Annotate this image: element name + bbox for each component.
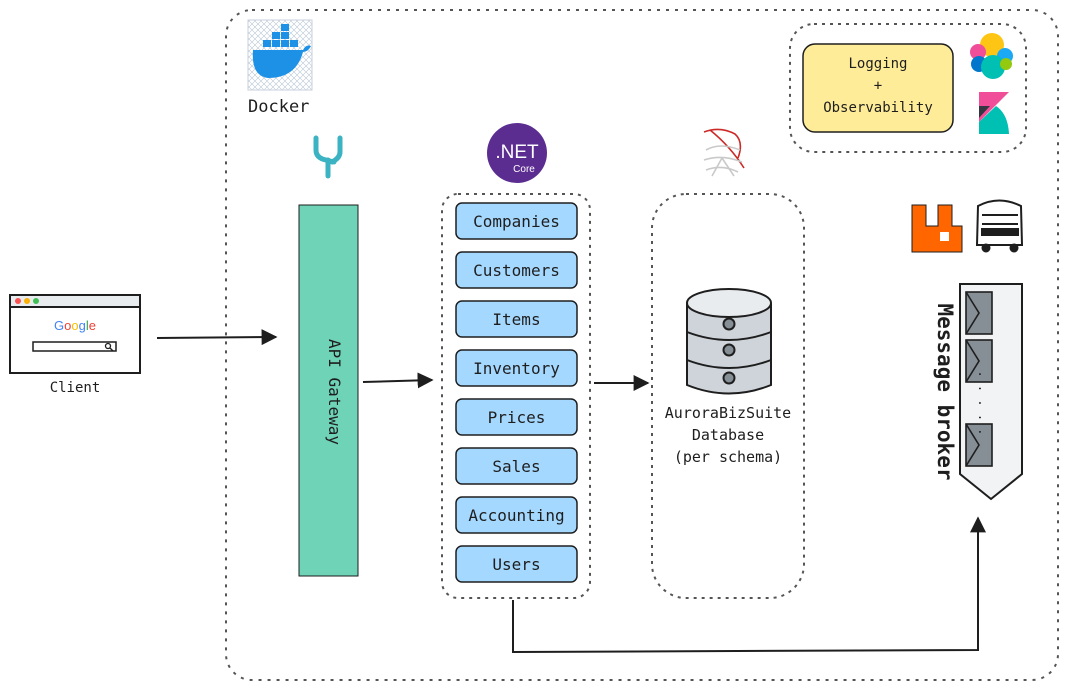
gateway-fork-icon — [313, 135, 343, 179]
kibana-icon — [979, 92, 1009, 134]
database-label-line2: Database — [692, 426, 764, 444]
logging-container — [789, 23, 1027, 153]
logging-line3: Observability — [823, 100, 933, 116]
dotnet-line2: Core — [513, 164, 535, 175]
client-label: Client — [50, 380, 101, 396]
dotnet-line1: .NET — [495, 142, 539, 163]
services-list: CompaniesCustomersItemsInventoryPricesSa… — [455, 202, 578, 583]
service-box-customers — [455, 251, 578, 289]
elastic-icon — [970, 33, 1013, 79]
queue-ellipsis: . . . . . — [976, 370, 990, 435]
dotnet-core-icon: .NET Core — [487, 123, 547, 183]
service-box-prices — [455, 398, 578, 436]
logging-observability-box — [802, 43, 954, 133]
client-browser-window: Google — [9, 294, 141, 374]
service-box-accounting — [455, 496, 578, 534]
service-label-sales: Sales — [492, 457, 540, 476]
message-broker-label: Message broker — [933, 303, 957, 480]
google-logo-text: Google — [54, 318, 96, 333]
service-label-prices: Prices — [488, 408, 546, 427]
service-label-accounting: Accounting — [468, 506, 564, 525]
service-label-items: Items — [492, 310, 540, 329]
logging-line2: + — [874, 78, 882, 94]
docker-label: Docker — [248, 97, 309, 117]
logging-line1: Logging — [848, 56, 907, 72]
queue-message-icons — [965, 291, 993, 467]
api-gateway-label: API Gateway — [325, 339, 344, 445]
docker-boundary — [225, 9, 1059, 681]
service-label-users: Users — [492, 555, 540, 574]
docker-whale-icon — [247, 19, 313, 91]
service-label-inventory: Inventory — [473, 359, 560, 378]
database-label-line1: AuroraBizSuite — [665, 404, 791, 422]
arrow-client-to-gateway — [156, 329, 278, 346]
service-label-companies: Companies — [473, 212, 560, 231]
services-container — [441, 193, 591, 599]
service-label-customers: Customers — [473, 261, 560, 280]
service-box-companies — [455, 202, 578, 240]
service-box-inventory — [455, 349, 578, 387]
arrow-services-to-broker — [512, 516, 986, 654]
database-container — [651, 193, 805, 599]
database-label-line3: (per schema) — [674, 448, 782, 466]
api-gateway-bar — [298, 204, 359, 577]
arrow-gateway-to-services — [362, 372, 434, 389]
service-box-users — [455, 545, 578, 583]
sql-server-icon — [703, 128, 745, 177]
search-icon — [104, 342, 114, 352]
masstransit-bus-icon — [975, 199, 1024, 253]
database-cylinder-icon — [686, 288, 772, 395]
rabbitmq-icon — [911, 204, 963, 253]
search-input[interactable] — [32, 341, 117, 352]
service-box-sales — [455, 447, 578, 485]
service-box-items — [455, 300, 578, 338]
